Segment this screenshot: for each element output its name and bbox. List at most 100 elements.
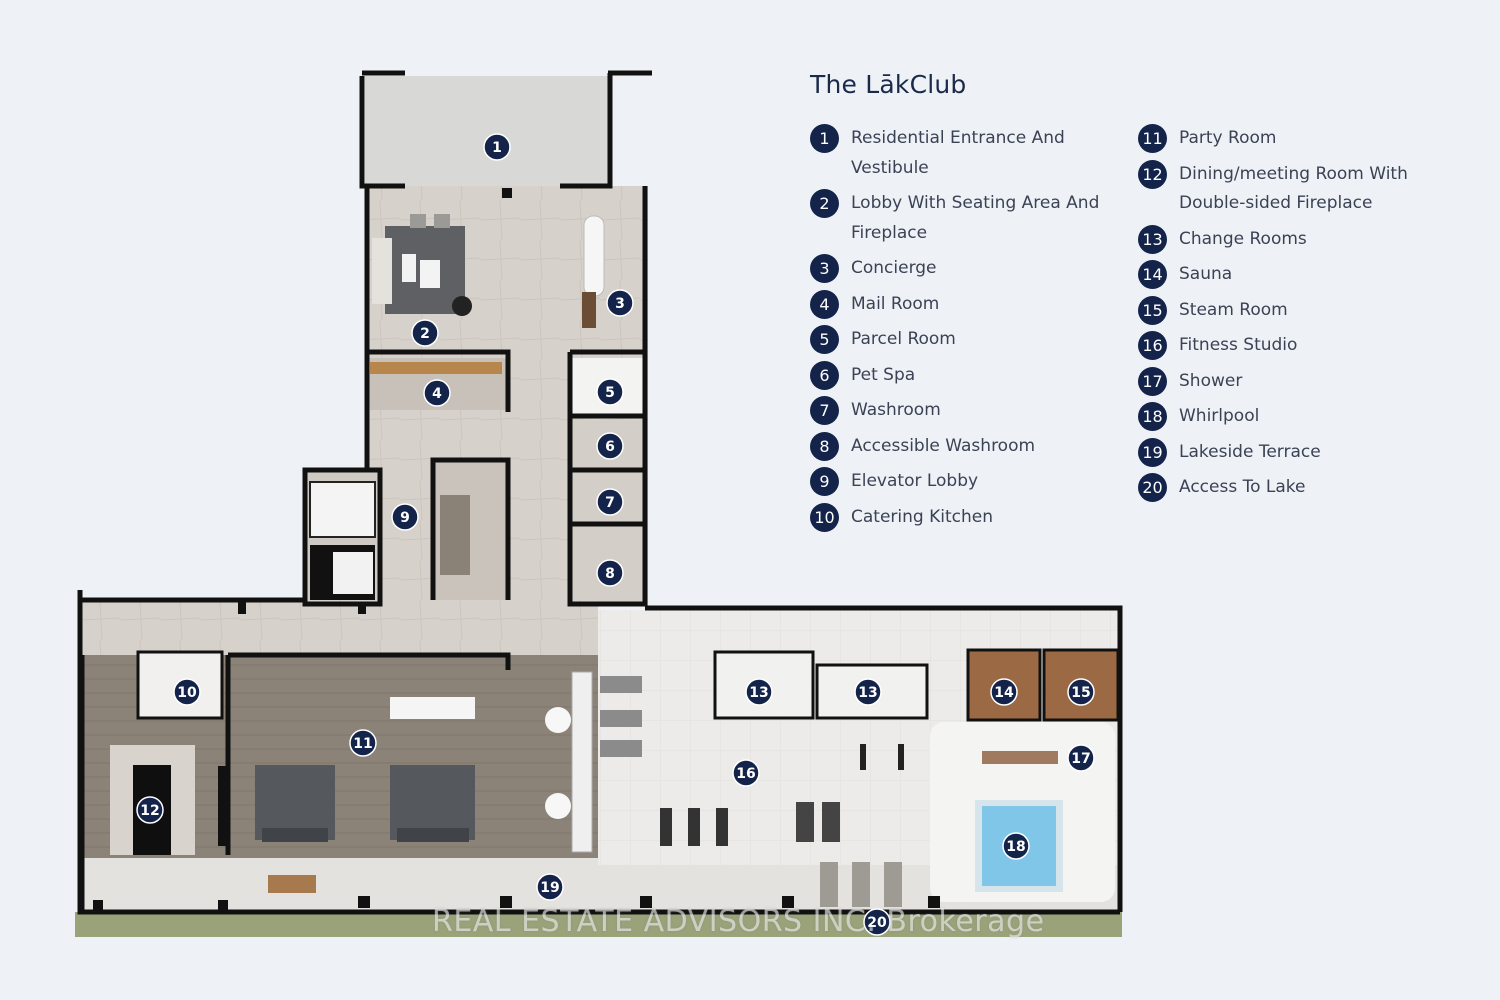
legend-number-badge: 7 bbox=[810, 396, 839, 425]
legend-number-badge: 13 bbox=[1138, 224, 1167, 254]
plan-marker-label: 19 bbox=[540, 880, 559, 896]
plan-marker-label: 9 bbox=[400, 510, 410, 526]
plan-marker-20: 20 bbox=[863, 908, 891, 936]
corridor-floor bbox=[82, 600, 598, 655]
legend-label: Sauna bbox=[1179, 264, 1233, 284]
plan-marker-circle bbox=[606, 289, 634, 317]
legend-number-badge: 15 bbox=[1138, 295, 1167, 325]
legend-label: Mail Room bbox=[851, 293, 940, 314]
plan-marker-8: 8 bbox=[596, 559, 624, 587]
plan-marker-label: 5 bbox=[605, 385, 615, 401]
plan-marker-circle bbox=[854, 678, 882, 706]
wall-columns bbox=[93, 188, 940, 910]
vestibule-floor bbox=[365, 76, 608, 186]
mail-room-boxes bbox=[370, 362, 502, 374]
lobby-chair-2 bbox=[434, 214, 450, 228]
plan-marker-circle bbox=[1067, 744, 1095, 772]
plan-marker-16: 16 bbox=[732, 759, 760, 787]
legend-item: 13 Change Rooms bbox=[1138, 224, 1468, 255]
party-bar bbox=[571, 671, 593, 853]
plan-marker-9: 9 bbox=[391, 503, 419, 531]
legend-item: 16 Fitness Studio bbox=[1138, 331, 1468, 361]
legend-number-badge: 8 bbox=[810, 431, 839, 461]
plan-marker-12: 12 bbox=[136, 796, 164, 824]
plan-marker-circle bbox=[536, 873, 564, 901]
plan-marker-label: 18 bbox=[1006, 839, 1025, 855]
plan-marker-circle bbox=[1067, 678, 1095, 706]
watermark: REAL ESTATE ADVISORS INC. Brokerage bbox=[432, 904, 1045, 939]
treadmill-3 bbox=[716, 808, 728, 846]
legend-label: Washroom bbox=[851, 400, 941, 420]
plan-marker-label: 17 bbox=[1071, 751, 1090, 767]
legend-label: Elevator Lobby bbox=[851, 471, 979, 491]
legend-number-badge: 5 bbox=[810, 325, 839, 354]
party-sofa-1 bbox=[262, 828, 328, 842]
plan-marker-circle bbox=[173, 678, 201, 706]
legend-label: Party Room bbox=[1179, 128, 1277, 148]
legend-label: Lakeside Terrace bbox=[1179, 441, 1321, 462]
legend-label: Lobby With Seating Area And Fireplace bbox=[851, 193, 1100, 243]
legend-number-badge: 1 bbox=[810, 124, 839, 153]
plan-marker-label: 7 bbox=[605, 495, 615, 511]
legend-label: Fitness Studio bbox=[1179, 335, 1298, 355]
party-table bbox=[390, 697, 475, 719]
legend-number-badge: 10 bbox=[810, 502, 839, 532]
plan-marker-15: 15 bbox=[1067, 678, 1095, 706]
plan-marker-18: 18 bbox=[1002, 832, 1030, 860]
legend-label: Parcel Room bbox=[851, 329, 956, 349]
legend-number-badge: 4 bbox=[810, 289, 839, 319]
bike-2 bbox=[822, 802, 840, 842]
legend-label: Catering Kitchen bbox=[851, 506, 993, 527]
legend-number-badge: 14 bbox=[1138, 260, 1167, 289]
lobby-table-1 bbox=[402, 254, 416, 282]
fitness-mat-2 bbox=[600, 710, 642, 727]
plan-marker-13: 13 bbox=[854, 678, 882, 706]
party-rug-2 bbox=[390, 765, 475, 840]
legend-item: 1 Residential Entrance And Vestibule bbox=[810, 124, 1110, 183]
plan-marker-label: 1 bbox=[492, 140, 502, 156]
plan-marker-7: 7 bbox=[596, 488, 624, 516]
legend-number-badge: 16 bbox=[1138, 331, 1167, 360]
plan-marker-label: 10 bbox=[177, 685, 197, 701]
legend-label: Accessible Washroom bbox=[851, 435, 1036, 456]
terrace-lounger-3 bbox=[884, 862, 902, 907]
concierge-counter bbox=[582, 292, 596, 328]
plan-marker-2: 2 bbox=[411, 319, 439, 347]
plan-marker-label: 4 bbox=[432, 386, 442, 402]
fitness-mat-1 bbox=[600, 676, 642, 693]
plan-marker-1: 1 bbox=[483, 133, 511, 161]
legend-item: 4 Mail Room bbox=[810, 289, 1110, 320]
plan-marker-circle bbox=[349, 729, 377, 757]
lawn bbox=[75, 912, 1122, 937]
plan-marker-label: 20 bbox=[867, 915, 887, 931]
plan-marker-4: 4 bbox=[423, 379, 451, 407]
treadmill-1 bbox=[660, 808, 672, 846]
legend-label: Residential Entrance And Vestibule bbox=[851, 128, 1065, 178]
shower-bench bbox=[982, 751, 1058, 764]
legend-label: Access To Lake bbox=[1179, 477, 1306, 497]
legend-item: 5 Parcel Room bbox=[810, 325, 1110, 355]
plan-marker-circle bbox=[423, 379, 451, 407]
terrace-lounger-1 bbox=[820, 862, 838, 907]
plan-marker-circle bbox=[391, 503, 419, 531]
legend-label: Change Rooms bbox=[1179, 228, 1307, 249]
stair-flight bbox=[440, 495, 470, 575]
lobby-chair-3 bbox=[452, 296, 472, 316]
legend-number-badge: 19 bbox=[1138, 437, 1167, 467]
plan-marker-label: 16 bbox=[736, 766, 755, 782]
plan-marker-circle bbox=[863, 908, 891, 936]
plan-marker-circle bbox=[1002, 832, 1030, 860]
lobby-sofa bbox=[372, 238, 392, 304]
party-sofa-2 bbox=[397, 828, 469, 842]
